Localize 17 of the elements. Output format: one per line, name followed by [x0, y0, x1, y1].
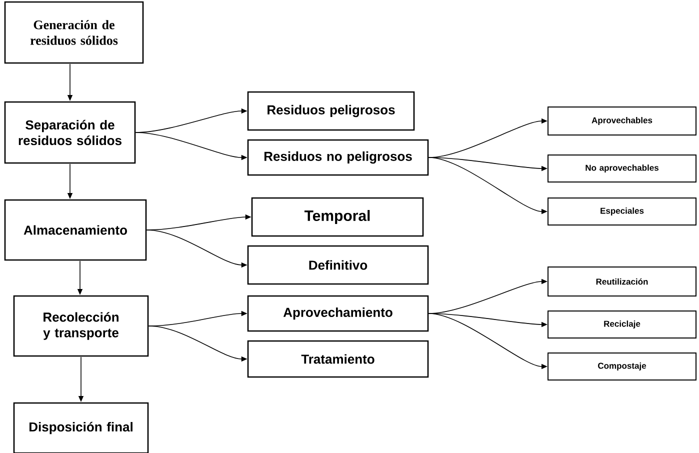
process-box: Recolección y transporte [13, 295, 149, 357]
subcategory-box: Reciclaje [548, 310, 696, 338]
category-box: Tratamiento [247, 340, 429, 378]
process-box: Separación de residuos sólidos [4, 101, 136, 164]
subcategory-box: Aprovechables [548, 106, 696, 136]
category-box: Residuos peligrosos [247, 91, 415, 131]
category-box: Temporal [251, 197, 424, 237]
process-box: Almacenamiento [4, 199, 147, 261]
subcategory-box: No aprovechables [548, 154, 696, 182]
category-box: Definitivo [247, 245, 429, 285]
subcategory-box: Compostaje [548, 352, 696, 380]
subcategory-box: Especiales [548, 198, 696, 226]
category-box: Residuos no peligrosos [247, 139, 429, 176]
subcategory-box: Reutilización [548, 266, 696, 296]
process-box: Generación de residuos sólidos [4, 1, 144, 64]
category-box: Aprovechamiento [247, 295, 429, 332]
process-box: Disposición final [13, 402, 149, 453]
